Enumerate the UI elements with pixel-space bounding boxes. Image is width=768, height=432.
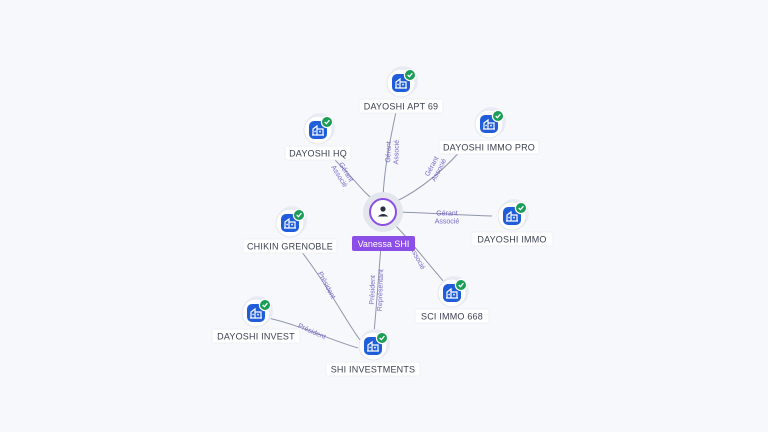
- building-icon: [506, 210, 518, 222]
- edge-role-label: GérantAssocié: [424, 154, 449, 183]
- building-icon: [284, 217, 296, 229]
- verified-badge-icon: [377, 333, 387, 343]
- edge-role-label: GérantAssocié: [329, 160, 355, 189]
- check-icon: [296, 212, 302, 218]
- company-name: DAYOSHI IMMO PRO: [443, 143, 535, 153]
- edge-role: Gérant: [385, 141, 393, 163]
- edge-line: [382, 106, 398, 199]
- node-label-box: [284, 145, 352, 161]
- edge-role: Représentant: [377, 269, 385, 311]
- building-icon: [446, 287, 458, 299]
- verified-badge-icon: [260, 300, 270, 310]
- node-label-box: [470, 231, 554, 247]
- verified-badge-icon: [516, 203, 526, 213]
- company-node-chikin[interactable]: CHIKIN GRENOBLE: [242, 206, 338, 254]
- building-icon: [483, 118, 495, 130]
- node-label-box: [242, 238, 338, 254]
- check-icon: [518, 205, 524, 211]
- company-node-sci[interactable]: SCI IMMO 668: [414, 276, 490, 324]
- edge-apt69[interactable]: GérantAssocié: [382, 106, 401, 199]
- company-node-pro[interactable]: DAYOSHI IMMO PRO: [438, 107, 540, 155]
- company-node-shi[interactable]: SHI INVESTMENTS: [325, 329, 421, 377]
- node-label-box: [414, 308, 490, 324]
- edge-role-label: Président: [316, 271, 336, 300]
- company-node-apt69[interactable]: DAYOSHI APT 69: [358, 66, 444, 114]
- check-icon: [407, 72, 413, 78]
- company-name: DAYOSHI APT 69: [364, 102, 439, 112]
- building-icon: [395, 77, 407, 89]
- check-icon: [262, 302, 268, 308]
- company-name: SHI INVESTMENTS: [331, 365, 416, 375]
- company-name: CHIKIN GRENOBLE: [247, 242, 333, 252]
- company-name: DAYOSHI INVEST: [217, 332, 295, 342]
- edge-line: [393, 223, 446, 284]
- company-name: DAYOSHI IMMO: [477, 235, 546, 245]
- company-name: SCI IMMO 668: [421, 312, 483, 322]
- check-icon: [379, 335, 385, 341]
- node-label-box: [358, 98, 444, 114]
- node-label-box: [211, 328, 301, 344]
- edge-line: [293, 241, 361, 341]
- verified-badge-icon: [405, 70, 415, 80]
- company-name: DAYOSHI HQ: [289, 149, 347, 159]
- verified-badge-icon: [294, 210, 304, 220]
- edge-role-label: GérantAssocié: [385, 139, 401, 164]
- edge-shi[interactable]: PrésidentReprésentant: [369, 245, 385, 334]
- company-node-invest[interactable]: DAYOSHI INVEST: [211, 296, 301, 344]
- person-icon: [377, 206, 389, 217]
- building-icon: [367, 340, 379, 352]
- edge-role: Président: [316, 271, 336, 300]
- edge-line: [267, 317, 359, 349]
- nodes-layer: DAYOSHI APT 69 DAYOSHI HQ DAYOSHI IMMO P…: [211, 66, 554, 377]
- check-icon: [324, 119, 330, 125]
- edge-role-label: Président: [297, 323, 327, 341]
- verified-badge-icon: [456, 280, 466, 290]
- edge-role: Associé: [435, 219, 460, 226]
- building-icon: [312, 124, 324, 136]
- edge-line: [373, 245, 382, 334]
- edge-role-label: PrésidentReprésentant: [369, 269, 385, 312]
- edge-role: Président: [297, 323, 327, 341]
- edge-role: Président: [369, 275, 377, 305]
- company-node-immo[interactable]: DAYOSHI IMMO: [470, 199, 554, 247]
- edge-sci[interactable]: Associé: [393, 223, 446, 284]
- verified-badge-icon: [493, 111, 503, 121]
- check-icon: [458, 282, 464, 288]
- node-label-box: [325, 361, 421, 377]
- center-person-node[interactable]: Vanessa SHI: [352, 192, 415, 251]
- check-icon: [495, 113, 501, 119]
- person-ring: [369, 198, 397, 226]
- person-tag: [352, 236, 415, 251]
- edge-line: [397, 211, 493, 217]
- verified-badge-icon: [322, 117, 332, 127]
- person-name: Vanessa SHI: [358, 239, 410, 249]
- edge-role: Associé: [393, 140, 401, 165]
- company-node-hq[interactable]: DAYOSHI HQ: [284, 113, 352, 161]
- building-icon: [250, 307, 262, 319]
- edge-role: Gérant: [436, 211, 457, 218]
- node-label-box: [438, 139, 540, 155]
